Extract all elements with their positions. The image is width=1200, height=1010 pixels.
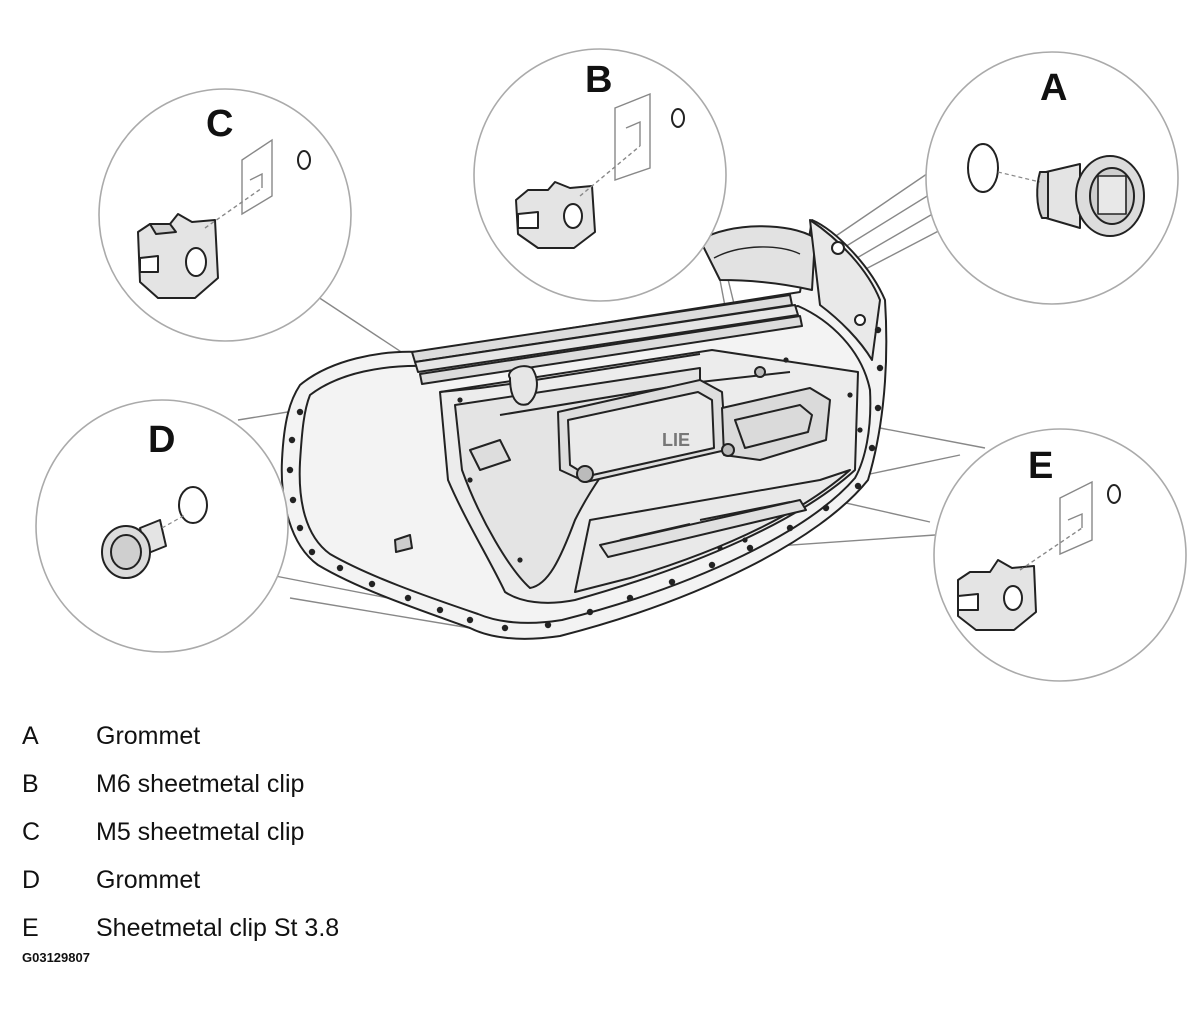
legend-key: D	[22, 865, 41, 894]
callout-letter-a: A	[1040, 67, 1067, 109]
mounting-hole-icon	[178, 486, 208, 524]
door-assembly: LIE	[280, 219, 888, 640]
door-panel-diagram: LIE	[35, 48, 1187, 682]
legend-text: M5 sheetmetal clip	[96, 817, 305, 846]
legend-key: A	[22, 721, 39, 750]
m6-sheetmetal-clip-icon	[515, 181, 596, 249]
callout-circle-b: B	[473, 48, 727, 302]
callout-circle-d: D	[35, 399, 289, 653]
sheetmetal-clip-icon	[957, 559, 1037, 631]
callout-circle-e: E	[933, 428, 1187, 682]
sheetmetal-cutout-icon	[579, 92, 685, 197]
grommet-icon	[101, 519, 167, 579]
sheetmetal-cutout-icon	[204, 138, 311, 229]
callout-circle-a: A	[925, 51, 1179, 305]
legend-text: M6 sheetmetal clip	[96, 769, 305, 798]
legend-row-c: C M5 sheetmetal clip	[22, 808, 622, 856]
legend-text: Grommet	[96, 721, 201, 750]
legend-row-b: B M6 sheetmetal clip	[22, 760, 622, 808]
callout-letter-c: C	[206, 103, 233, 145]
callout-letter-e: E	[1028, 445, 1053, 487]
callout-letter-d: D	[148, 419, 175, 461]
figure-id: G03129807	[22, 950, 90, 965]
callout-letter-b: B	[585, 59, 612, 101]
legend-text: Sheetmetal clip St 3.8	[96, 913, 340, 942]
parts-legend: A Grommet B M6 sheetmetal clip C M5 shee…	[22, 712, 622, 952]
grommet-icon	[1036, 155, 1145, 237]
mounting-hole-icon	[967, 143, 999, 193]
legend-row-e: E Sheetmetal clip St 3.8	[22, 904, 622, 952]
legend-key: C	[22, 817, 41, 846]
callout-circle-c: C	[98, 88, 352, 342]
sheetmetal-cutout-icon	[1019, 480, 1121, 571]
legend-key: B	[22, 769, 39, 798]
legend-row-a: A Grommet	[22, 712, 622, 760]
m5-sheetmetal-clip-icon	[137, 213, 219, 299]
legend-key: E	[22, 913, 39, 942]
legend-row-d: D Grommet	[22, 856, 622, 904]
legend-text: Grommet	[96, 865, 201, 894]
svg-text:LIE: LIE	[662, 430, 690, 450]
